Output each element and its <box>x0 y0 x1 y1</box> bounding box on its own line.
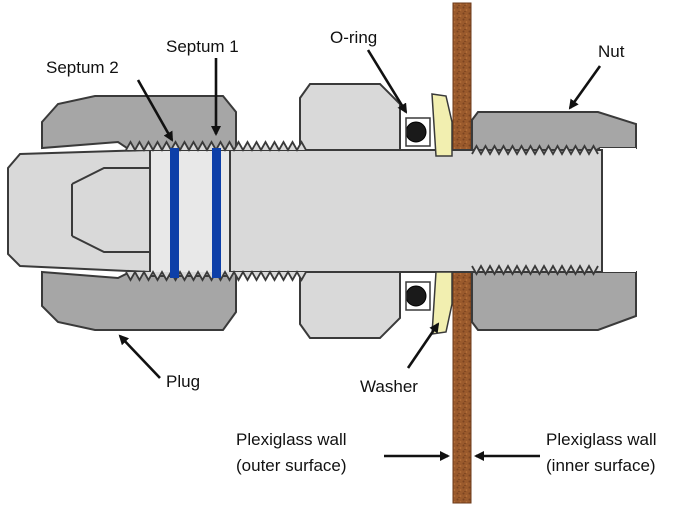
septum-1 <box>212 148 221 278</box>
leader-lines <box>118 49 602 461</box>
arrow-washer <box>406 322 440 369</box>
label-septum1: Septum 1 <box>166 37 239 56</box>
label-washer: Washer <box>360 377 418 396</box>
septum-2 <box>170 148 179 278</box>
label-nut: Nut <box>598 42 625 61</box>
washer-bottom <box>431 271 453 335</box>
arrow-oring <box>366 49 408 114</box>
o-ring-bottom <box>405 285 427 307</box>
label-wall-outer-2: (outer surface) <box>236 456 347 475</box>
label-wall-outer-1: Plexiglass wall <box>236 430 347 449</box>
arrow-septum2 <box>136 79 174 142</box>
arrow-nut <box>568 65 602 110</box>
label-wall-inner-2: (inner surface) <box>546 456 656 475</box>
label-wall-inner-1: Plexiglass wall <box>546 430 657 449</box>
washer-top <box>431 93 453 157</box>
fitting-body <box>7 83 603 339</box>
o-ring-top <box>405 121 427 143</box>
label-septum2: Septum 2 <box>46 58 119 77</box>
threads <box>125 140 599 282</box>
plug <box>41 95 237 331</box>
nut <box>471 111 637 331</box>
label-oring: O-ring <box>330 28 377 47</box>
arrow-plug <box>118 334 161 379</box>
label-plug: Plug <box>166 372 200 391</box>
